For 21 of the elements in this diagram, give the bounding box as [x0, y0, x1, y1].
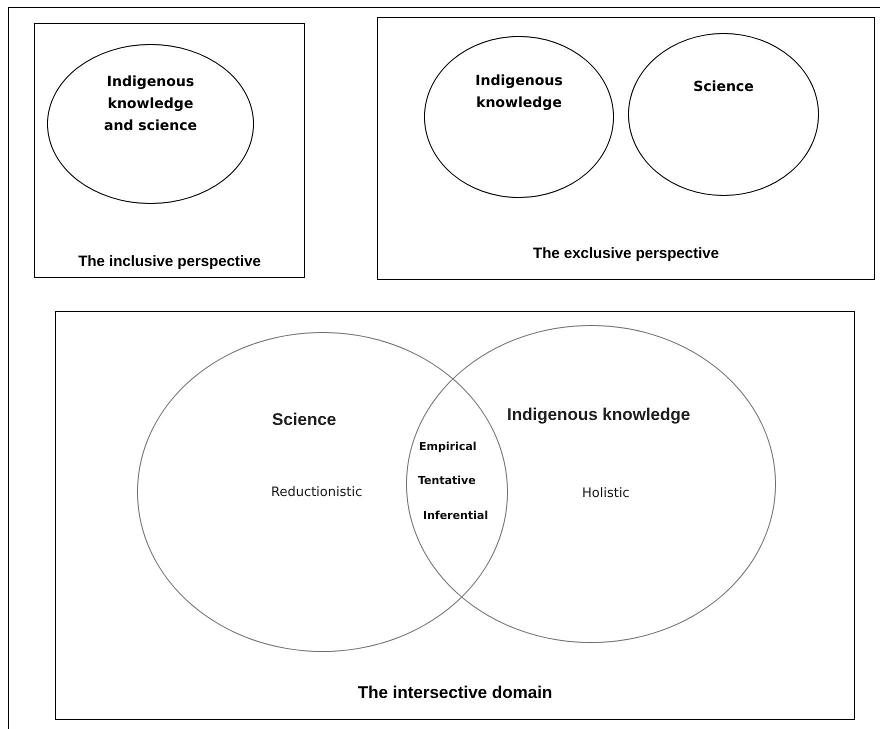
overlap-label: Tentative [418, 472, 476, 488]
venn-circle [406, 325, 776, 643]
ellipse [47, 44, 254, 204]
circle-heading: Indigenous knowledge [507, 404, 690, 426]
ellipse-label: Indigenous knowledge [474, 72, 564, 113]
ellipse-label: Indigenous knowledge and science [103, 73, 198, 136]
panel-box [34, 23, 305, 278]
panel-box [55, 311, 855, 720]
overlap-label: Empirical [419, 439, 477, 455]
venn-circle [137, 332, 508, 652]
ellipse [424, 36, 614, 198]
ellipse [628, 33, 819, 196]
overlap-label: Inferential [423, 508, 488, 524]
panel-caption: The intersective domain [356, 682, 554, 704]
circle-label: Holistic [582, 485, 630, 503]
panel-box [377, 17, 875, 280]
panel-caption: The exclusive perspective [532, 244, 720, 264]
circle-label: Reductionistic [271, 484, 362, 502]
panel-caption: The inclusive perspective [77, 252, 262, 272]
ellipse-label: Science [693, 78, 754, 97]
circle-heading: Science [272, 409, 336, 431]
